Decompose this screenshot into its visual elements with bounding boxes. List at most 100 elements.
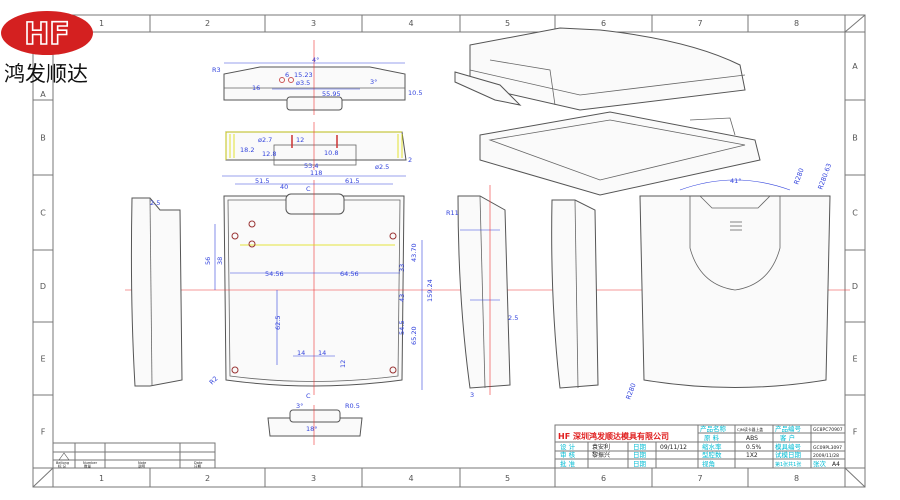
value: GC09PL3097 [813, 445, 842, 451]
dim-label: ø3.5 [296, 79, 310, 87]
zone-row-label: F [853, 428, 858, 437]
dim-label: 12.8 [262, 150, 276, 158]
label: 模具编号 [775, 442, 802, 451]
zone-column-label: 7 [697, 474, 702, 483]
left-side-view: 2.5 [130, 197, 183, 387]
label: 设 计 [560, 442, 576, 451]
value: 09/11/12 [660, 444, 687, 451]
dim-label: 41° [730, 177, 742, 185]
cell: Date [194, 461, 202, 465]
dim-label: 56 [204, 257, 212, 265]
dim-label: 6 [285, 71, 289, 79]
dim-label: 10.5 [408, 89, 422, 97]
label: 产品编号 [775, 424, 802, 433]
dim-label: R3 [212, 66, 221, 74]
zone-column-label: 2 [205, 474, 210, 483]
zone-row-label: C [852, 209, 858, 218]
dim-label: 33 [398, 264, 406, 272]
zone-column-label: 5 [505, 19, 510, 28]
label: 试模日期 [775, 450, 802, 459]
zone-column-label: 6 [601, 474, 606, 483]
dim-label: 54.5 [398, 321, 406, 335]
dim-label: R11 [446, 209, 459, 217]
dim-label: ø2.7 [258, 136, 272, 144]
zone-row-label: B [40, 134, 46, 143]
cell: 数量 [84, 464, 91, 469]
zone-row-label: A [852, 62, 858, 71]
dim-label: 43.70 [410, 243, 418, 262]
label: 张次 [813, 459, 827, 468]
dim-label: 62.5 [274, 316, 282, 330]
zone-column-label: 8 [794, 474, 799, 483]
dim-label: 3° [296, 402, 303, 410]
zone-row-label: B [852, 134, 858, 143]
value: CJM读卡器上盖 [737, 427, 763, 432]
section-view: ø2.7 18.2 12.8 53.4 10.8 ø2.5 2 12 [225, 122, 412, 171]
zone-column-label: 5 [505, 474, 510, 483]
label: 产品名称 [700, 424, 727, 433]
hf-logo: HF [1, 11, 93, 55]
zone-column-label: 8 [794, 19, 799, 28]
label: 日期 [633, 443, 647, 451]
dim-label: 43 [398, 294, 406, 302]
value: 黎振兴 [592, 451, 610, 459]
label: 型腔数 [702, 450, 722, 459]
zone-column-label: 1 [99, 19, 104, 28]
dim-label: R2 [208, 375, 220, 387]
rear-view: 41° R280 R280.63 R280 [624, 162, 833, 400]
svg-text:HF: HF [24, 17, 70, 52]
zone-row-label: E [852, 355, 857, 364]
zone-column-label: 2 [205, 19, 210, 28]
zone-row-label: A [40, 90, 46, 99]
dim-label: R0.5 [345, 402, 360, 410]
zone-column-label: 1 [99, 474, 104, 483]
dim-label: 14 [297, 349, 305, 357]
label: 批 准 [560, 459, 576, 468]
zone-row-label: F [41, 428, 46, 437]
value: A4 [832, 461, 840, 468]
dim-label: 10.8 [324, 149, 338, 157]
dim-label: 118 [310, 169, 322, 177]
dim-label: R280 [624, 382, 637, 401]
dim-label: 159.24 [426, 279, 434, 302]
dim-label: R280.63 [816, 162, 833, 190]
dim-label: 64.56 [340, 270, 359, 278]
cell: Bellong [56, 461, 69, 465]
dim-label: 2 [408, 156, 412, 164]
dim-label: 2.5 [508, 314, 518, 322]
top-view: 4° 6 15.23 ø3.5 55.95 16 10.5 3° R3 [212, 40, 422, 115]
title-block: HF 深圳鸿发顺达模具有限公司 设 计 审 核 批 准 袁安利 黎振兴 日期 日… [554, 424, 846, 469]
dim-label: 61.5 [345, 177, 359, 185]
value: 0.5% [746, 444, 762, 451]
value: 1X2 [746, 452, 758, 459]
zone-column-label: 7 [697, 19, 702, 28]
cell: 说明 [138, 464, 145, 469]
value: 袁安利 [592, 443, 610, 451]
label: 客 户 [780, 433, 795, 442]
dim-label: 38 [216, 257, 224, 265]
isometric-view-bottom [479, 111, 761, 196]
cell: 日期 [194, 464, 201, 469]
label: 原 料 [704, 433, 720, 442]
dim-label: 14 [318, 349, 326, 357]
revision-block: Bellong 标 记 Number 数量 Note 说明 Date 日期 [52, 442, 216, 469]
dim-label: 2.5 [150, 199, 160, 207]
dim-label: ø2.5 [375, 163, 389, 171]
dim-label: 12 [296, 136, 304, 144]
dim-label: 18.2 [240, 146, 254, 154]
dim-label: 16 [252, 84, 260, 92]
dim-label: 18° [306, 425, 318, 433]
dim-label: 65.20 [410, 326, 418, 345]
company-name: HF 深圳鸿发顺达模具有限公司 [558, 431, 669, 441]
zone-column-label: 6 [601, 19, 606, 28]
value: 2009/11/28 [813, 453, 839, 459]
dim-label: 12 [339, 360, 347, 368]
label: 视角 [702, 459, 715, 468]
dim-label: C [306, 392, 311, 400]
right-side-view: R11 2.5 3 [446, 185, 599, 399]
dim-label: 40 [280, 183, 288, 191]
zone-row-label: D [40, 282, 46, 291]
zone-column-label: 4 [408, 19, 413, 28]
dim-label: R280 [792, 167, 805, 186]
